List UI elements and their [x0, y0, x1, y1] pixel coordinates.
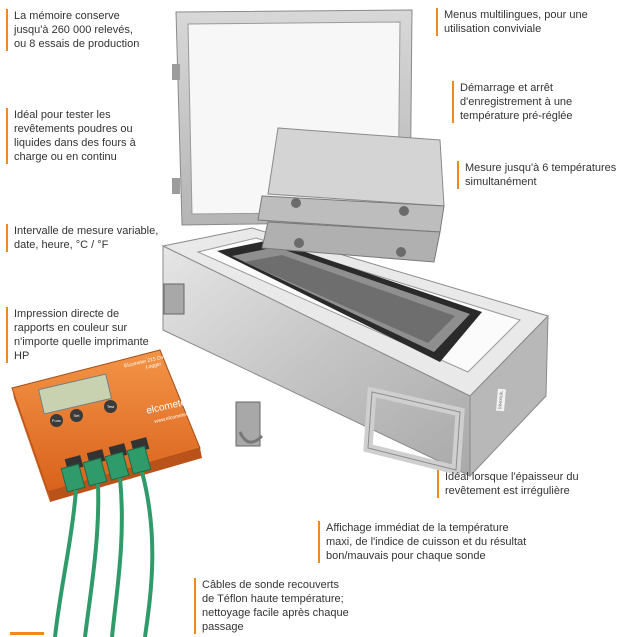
callout-display: Affichage immédiat de la température max… [318, 521, 546, 563]
device-test-button: Test [104, 400, 117, 413]
thermal-barrier [257, 127, 445, 263]
enclosure-body [161, 227, 549, 478]
accent-bar [10, 632, 44, 635]
callout-cables: Câbles de sonde recouverts de Téflon hau… [194, 578, 377, 634]
device-func-button: Func [50, 414, 63, 427]
callout-menus: Menus multilingues, pour une utilisation… [436, 8, 634, 36]
callout-interval: Intervalle de mesure variable, date, heu… [6, 224, 174, 252]
callout-coatings: Idéal pour tester les revêtements poudre… [6, 108, 164, 164]
probe-cables [53, 471, 155, 637]
callout-thickness: Idéal lorsque l'épaisseur du revêtement … [437, 470, 635, 498]
enclosure-hardware [163, 283, 465, 476]
callout-memory: La mémoire conserve jusqu'à 260 000 rele… [6, 9, 164, 51]
data-logger-device [11, 349, 202, 502]
device-set-button: Set [70, 409, 83, 422]
callout-temperatures: Mesure jusqu'à 6 températures simultaném… [457, 161, 635, 189]
callout-start-stop: Démarrage et arrêt d'enregistrement à un… [452, 81, 635, 123]
callout-printing: Impression directe de rapports en couleu… [6, 307, 164, 363]
